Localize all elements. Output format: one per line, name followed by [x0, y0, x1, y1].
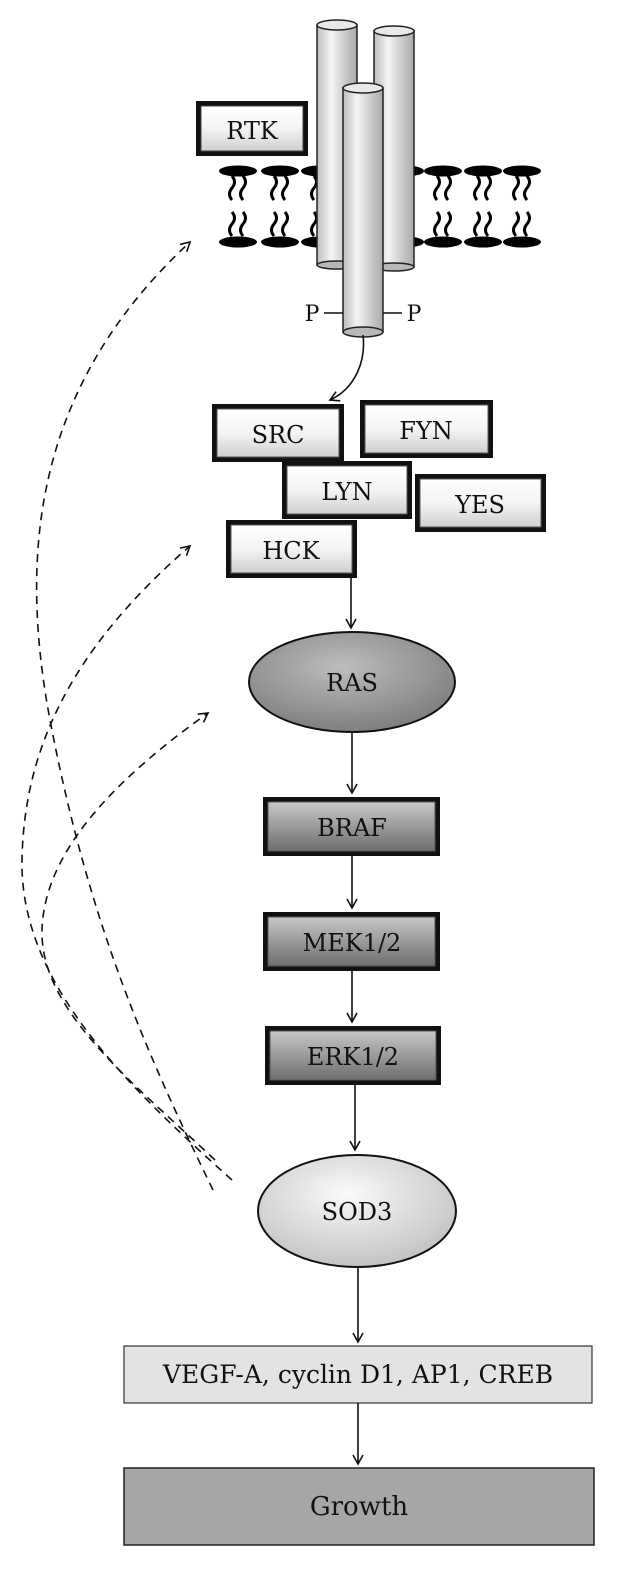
- erk-box: ERK1/2: [265, 1026, 441, 1085]
- src-label: SRC: [252, 421, 305, 449]
- mek-box: MEK1/2: [263, 912, 440, 971]
- lyn-label: LYN: [321, 478, 372, 506]
- sod3-to-ras-dashed-arrow: [41, 712, 216, 1161]
- fyn-box: FYN: [360, 400, 493, 458]
- target-genes-label: VEGF-A, cyclin D1, AP1, CREB: [162, 1360, 553, 1389]
- ras-label: RAS: [326, 669, 378, 697]
- lipid: [464, 165, 502, 248]
- hck-box: HCK: [226, 520, 357, 578]
- src-box: SRC: [212, 404, 344, 462]
- lipid: [219, 165, 257, 248]
- rtk-to-src-arrow: [328, 334, 365, 402]
- erk-label: ERK1/2: [307, 1043, 399, 1071]
- braf-box: BRAF: [263, 797, 440, 856]
- rtk-label-box: RTK: [196, 101, 308, 156]
- lipid: [261, 165, 299, 248]
- braf-label: BRAF: [317, 814, 387, 842]
- phospho-label-right: P: [407, 302, 422, 327]
- hck-label: HCK: [262, 537, 320, 565]
- growth-box: Growth: [123, 1467, 595, 1546]
- sod3-to-rtk-dashed-arrow: [35, 240, 214, 1191]
- lipid: [503, 165, 541, 248]
- target-genes-box: VEGF-A, cyclin D1, AP1, CREB: [123, 1345, 593, 1404]
- yes-label: YES: [454, 491, 505, 519]
- rtk-cylinder-front: [342, 82, 384, 338]
- fyn-label: FYN: [399, 417, 453, 445]
- mek-label: MEK1/2: [303, 929, 402, 957]
- yes-box: YES: [415, 474, 546, 532]
- sod3-node: SOD3: [257, 1154, 457, 1268]
- sod3-label: SOD3: [322, 1198, 393, 1226]
- lyn-box: LYN: [282, 461, 412, 519]
- growth-label: Growth: [310, 1492, 409, 1522]
- rtk-label: RTK: [226, 117, 279, 145]
- lipid: [424, 165, 462, 248]
- ras-node: RAS: [248, 631, 456, 733]
- phospho-label-left: P: [305, 302, 320, 327]
- rtk-receptor: P P: [305, 19, 422, 338]
- sod3-to-src-dashed-arrow: [21, 544, 233, 1181]
